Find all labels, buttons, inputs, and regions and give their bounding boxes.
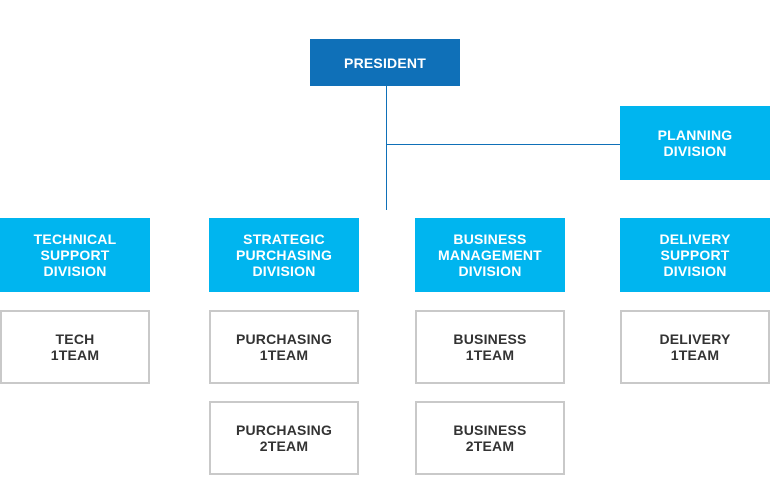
purchasing-1team-box: PURCHASING 1TEAM bbox=[209, 310, 359, 384]
team-label: PURCHASING 1TEAM bbox=[235, 331, 333, 363]
business-management-division-box: BUSINESS MANAGEMENT DIVISION bbox=[415, 218, 565, 292]
president-label: PRESIDENT bbox=[344, 54, 426, 71]
president-box: PRESIDENT bbox=[310, 39, 460, 86]
division-label: BUSINESS MANAGEMENT DIVISION bbox=[438, 231, 542, 279]
team-label: BUSINESS 2TEAM bbox=[453, 422, 527, 454]
delivery-1team-box: DELIVERY 1TEAM bbox=[620, 310, 770, 384]
team-label: BUSINESS 1TEAM bbox=[453, 331, 527, 363]
division-label: STRATEGIC PURCHASING DIVISION bbox=[235, 231, 333, 279]
connector-president-vertical bbox=[386, 86, 387, 210]
business-2team-box: BUSINESS 2TEAM bbox=[415, 401, 565, 475]
purchasing-2team-box: PURCHASING 2TEAM bbox=[209, 401, 359, 475]
team-label: TECH 1TEAM bbox=[50, 331, 100, 363]
technical-support-division-box: TECHNICAL SUPPORT DIVISION bbox=[0, 218, 150, 292]
strategic-purchasing-division-box: STRATEGIC PURCHASING DIVISION bbox=[209, 218, 359, 292]
tech-1team-box: TECH 1TEAM bbox=[0, 310, 150, 384]
business-1team-box: BUSINESS 1TEAM bbox=[415, 310, 565, 384]
planning-division-box: PLANNING DIVISION bbox=[620, 106, 770, 180]
planning-division-label: PLANNING DIVISION bbox=[657, 127, 733, 159]
division-label: DELIVERY SUPPORT DIVISION bbox=[659, 231, 731, 279]
delivery-support-division-box: DELIVERY SUPPORT DIVISION bbox=[620, 218, 770, 292]
team-label: PURCHASING 2TEAM bbox=[235, 422, 333, 454]
division-label: TECHNICAL SUPPORT DIVISION bbox=[33, 231, 117, 279]
team-label: DELIVERY 1TEAM bbox=[659, 331, 731, 363]
connector-planning-horizontal bbox=[386, 144, 620, 145]
